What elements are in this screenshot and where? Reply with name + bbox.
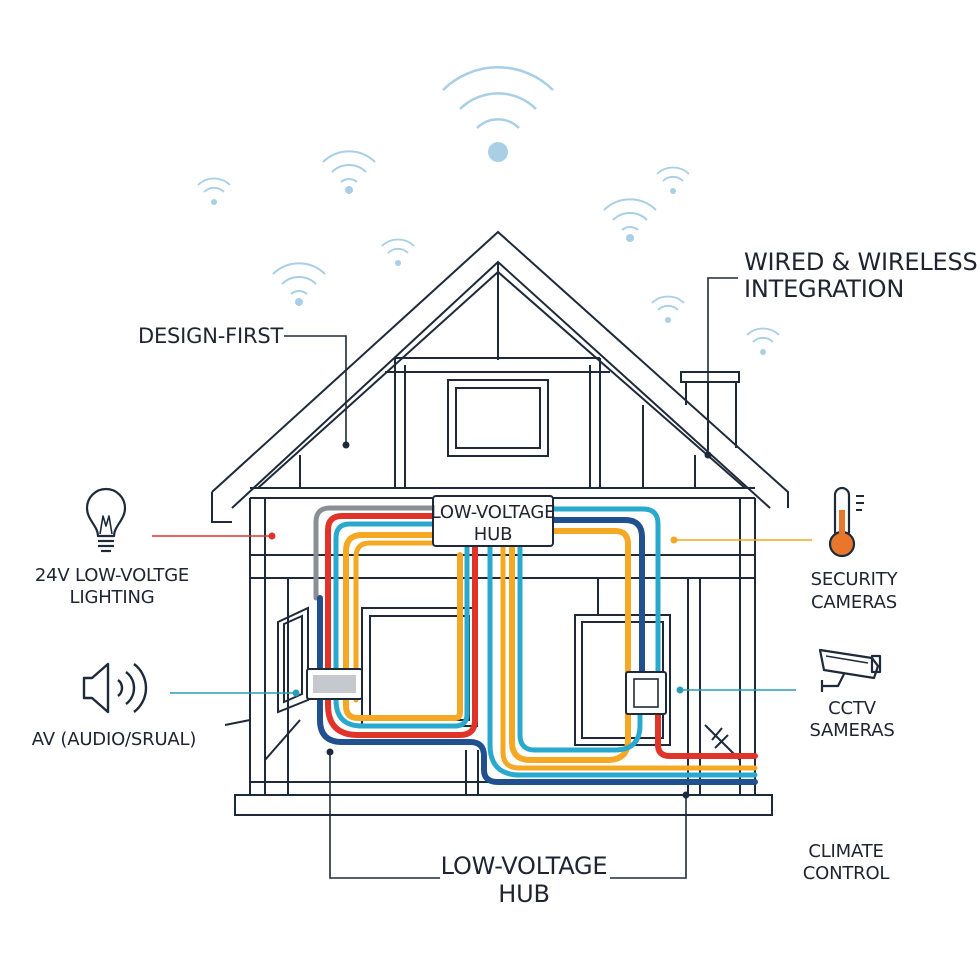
label-av: AV (AUDIO/SRUAL) xyxy=(32,729,196,750)
wifi-icon xyxy=(322,150,376,194)
wifi-icon xyxy=(272,262,326,306)
wifi-icon xyxy=(656,166,690,194)
label-cctv-line1: CCTV xyxy=(828,698,877,719)
label-climate-line2: CONTROL xyxy=(803,863,890,884)
wifi-icon xyxy=(603,198,657,242)
cctv-camera-icon xyxy=(818,648,882,692)
cable-orange-right xyxy=(509,528,631,763)
hub-box: LOW-VOLTAGE HUB xyxy=(431,495,556,547)
cable-orange-left xyxy=(343,532,463,721)
label-lighting-line2: LIGHTING xyxy=(70,587,155,608)
hub-box-label-line1: LOW-VOLTAGE xyxy=(431,502,556,523)
label-wired-wireless-line1: WIRED & WIRELESS xyxy=(744,248,978,276)
cable-red-right xyxy=(655,709,758,759)
speaker-icon xyxy=(82,662,148,714)
cable-orange-left-2 xyxy=(353,540,436,703)
cable-cyan-right-2 xyxy=(517,545,643,753)
cable-red-left xyxy=(325,513,478,738)
wifi-icon xyxy=(197,177,231,205)
label-wired-wireless-line2: INTEGRATION xyxy=(744,275,904,303)
cable-cyan-floor xyxy=(487,537,758,778)
cable-orange-floor xyxy=(500,545,758,771)
cable-cyan-left xyxy=(333,521,470,729)
cable-bundle xyxy=(313,505,758,785)
callout-labels: DESIGN-FIRST WIRED & WIRELESS INTEGRATIO… xyxy=(32,248,978,908)
wifi-icon xyxy=(381,238,415,266)
label-hub-bottom-line1: LOW-VOLTAGE xyxy=(441,852,608,880)
cable-cyan-right xyxy=(550,506,661,681)
cable-gray xyxy=(313,505,436,601)
label-lighting-line1: 24V LOW-VOLTGE xyxy=(35,565,189,586)
label-climate-line1: CLIMATE xyxy=(808,841,883,862)
wifi-icon xyxy=(746,327,780,355)
thermometer-icon xyxy=(828,486,864,558)
wall-panel-right xyxy=(625,671,667,715)
label-security-line1: SECURITY xyxy=(811,569,899,590)
label-security-line2: CAMERAS xyxy=(811,592,897,613)
cable-navy-right xyxy=(550,517,645,675)
wall-panel-left xyxy=(306,668,363,700)
cable-navy-left xyxy=(317,595,758,785)
label-cctv-line2: SAMERAS xyxy=(809,720,894,741)
label-hub-bottom-line2: HUB xyxy=(498,880,549,908)
leader-lines xyxy=(152,277,812,879)
wifi-icon xyxy=(651,295,685,323)
hub-box-label-line2: HUB xyxy=(474,524,512,545)
label-design-first: DESIGN-FIRST xyxy=(138,324,284,348)
lightbulb-icon xyxy=(85,487,127,553)
wifi-signals xyxy=(197,66,780,355)
wifi-icon xyxy=(442,66,554,162)
